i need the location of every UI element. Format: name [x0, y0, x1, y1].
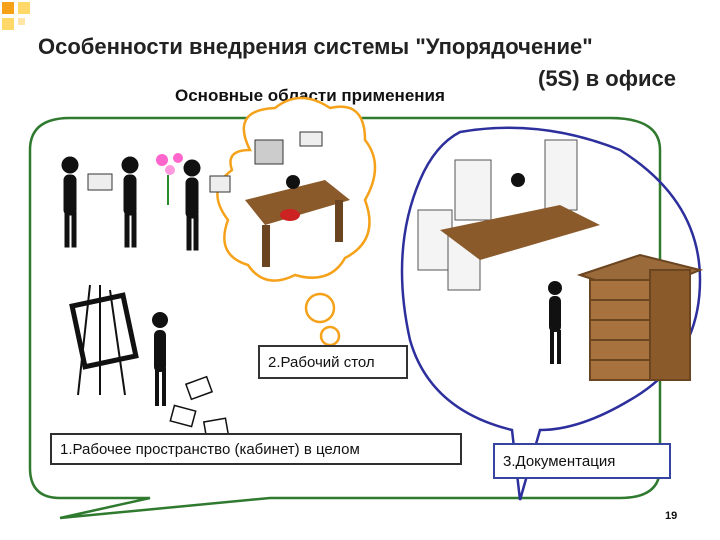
area-label-workspace: 1.Рабочее пространство (кабинет) в целом: [50, 433, 462, 465]
area-label-documents: 3.Документация: [493, 443, 671, 479]
slide-title-continued: (5S) в офисе: [538, 66, 676, 91]
computer-desk-icon: [245, 131, 350, 267]
flowers-icon: [156, 153, 183, 205]
corner-squares-icon: [2, 2, 30, 30]
page-number: 19: [665, 510, 678, 522]
papers-icon: [169, 375, 230, 439]
workspace-bubble: [28, 116, 662, 520]
filing-shelf-icon: [576, 253, 704, 381]
easel-icon: [69, 284, 139, 396]
people-with-gifts-icon: [61, 156, 231, 251]
area-label-desk: 2.Рабочий стол: [258, 345, 408, 379]
thinking-person-icon: [152, 312, 168, 406]
documents-bubble: [400, 126, 702, 501]
filing-person-icon: [548, 281, 562, 364]
slide-title: Особенности внедрения системы "Упорядоче…: [38, 34, 593, 59]
slide-subtitle: Основные области применения: [175, 86, 445, 105]
document-stacks-icon: [417, 139, 600, 291]
desk-thought-cloud: [216, 96, 377, 347]
